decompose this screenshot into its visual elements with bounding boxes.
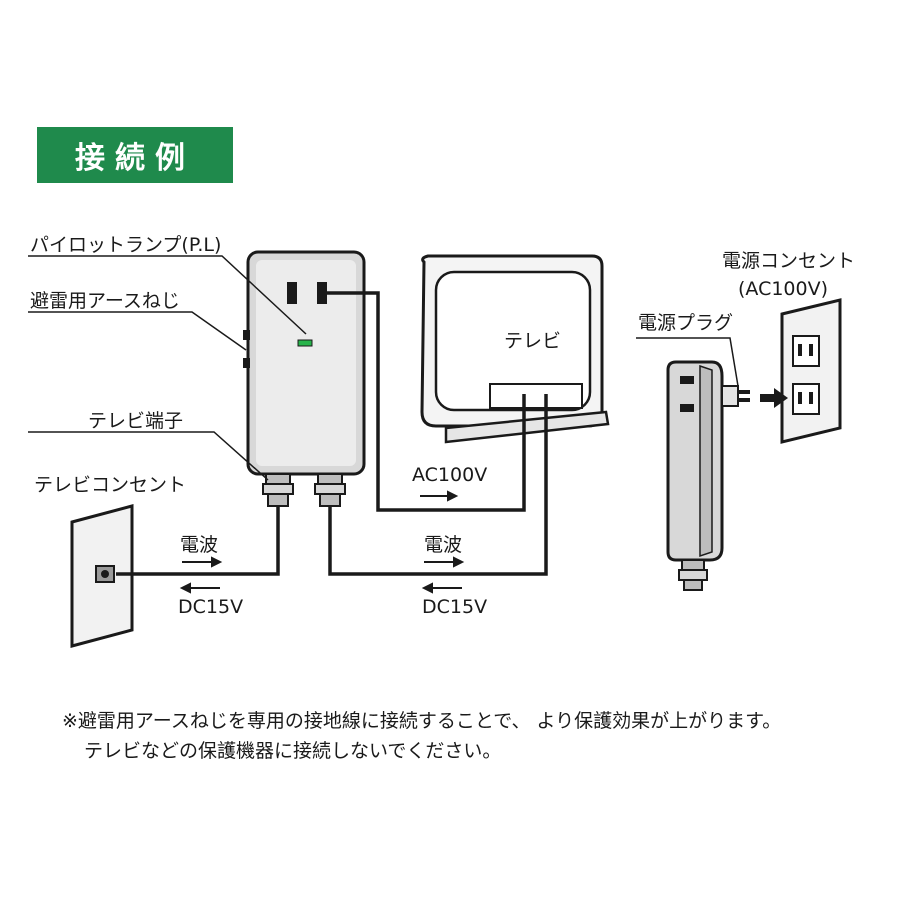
leader-lines [28, 255, 307, 481]
dc-right-label: DC15V [422, 596, 488, 618]
power-wall-outlet [780, 298, 842, 444]
tv-terminal-label: テレビ端子 [88, 410, 184, 432]
ac100v-label: AC100V [412, 464, 488, 486]
note-line-2: テレビなどの保護機器に接続しないでください。 [84, 740, 502, 762]
ground-screw-icon [243, 330, 250, 340]
pilot-lamp-label: パイロットランプ(P.L) [30, 234, 222, 256]
power-plug-icon [738, 390, 750, 394]
tv-label: テレビ [504, 330, 562, 352]
television [420, 254, 610, 444]
tv-terminal-connector-right [314, 473, 346, 507]
power-plug-label: 電源プラグ [638, 312, 734, 334]
power-outlet-voltage-label: (AC100V) [738, 278, 829, 300]
section-title: 接続例 [37, 127, 233, 183]
outlet-slot-left [287, 282, 297, 304]
signal-arrows [179, 490, 465, 594]
cables [116, 291, 548, 576]
tv-wall-outlet [70, 504, 134, 648]
wave-left-label: 電波 [180, 534, 219, 556]
ground-screw-label: 避雷用アースねじ [30, 290, 180, 312]
power-plug-leader [636, 337, 739, 387]
insert-arrow-icon [760, 388, 788, 408]
power-outlet-label: 電源コンセント [722, 250, 856, 272]
note-line-1: ※避雷用アースねじを専用の接地線に接続することで、 より保護効果が上がります。 [62, 710, 782, 732]
pilot-lamp-icon [297, 339, 313, 347]
dc-left-label: DC15V [178, 596, 244, 618]
power-adapter [666, 360, 750, 591]
booster-device [243, 250, 366, 507]
wave-right-label: 電波 [424, 534, 463, 556]
tv-outlet-label: テレビコンセント [34, 474, 187, 496]
